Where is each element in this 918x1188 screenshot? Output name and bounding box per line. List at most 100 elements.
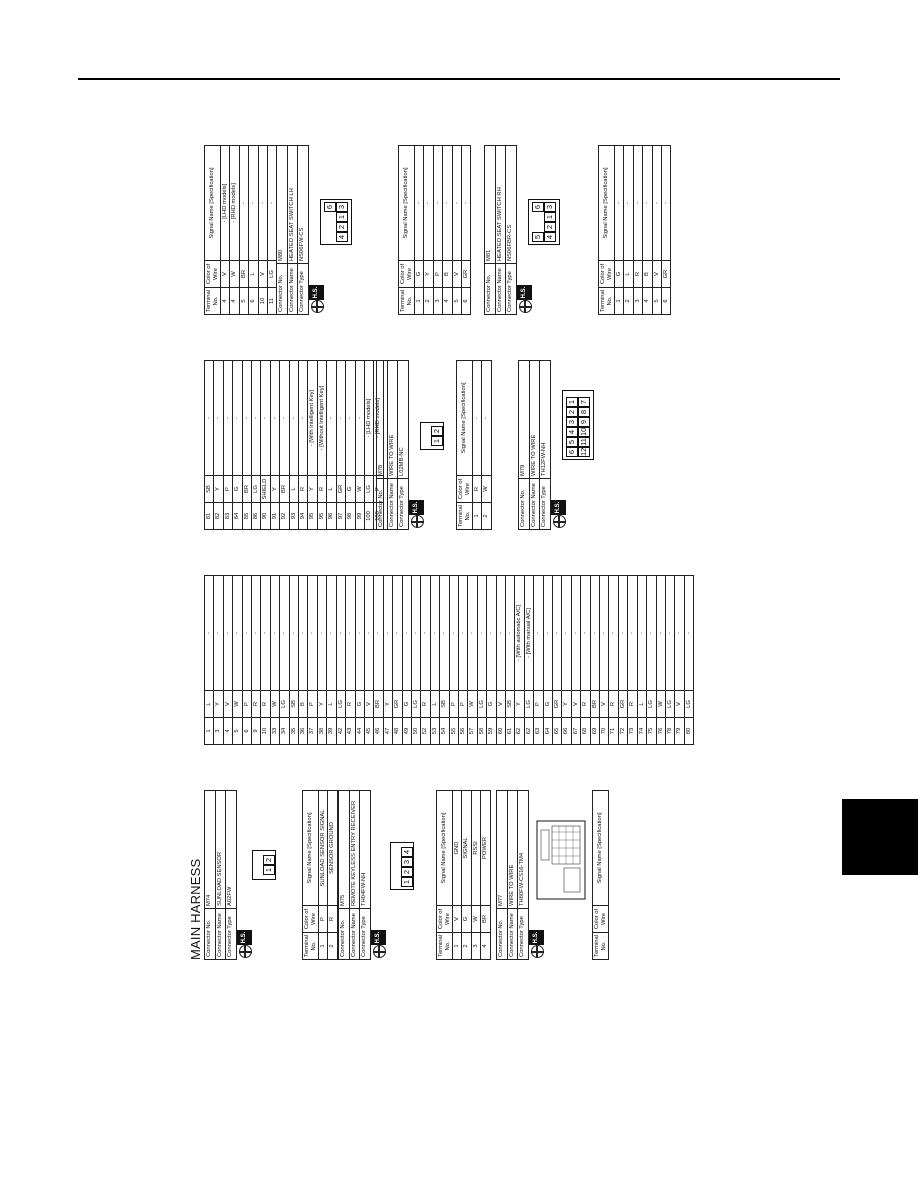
wire-color-cell: GR (336, 475, 346, 503)
m78-connector-face: 1 2 (420, 422, 444, 450)
wire-color-cell: L (430, 690, 440, 718)
wire-color-cell: BR (239, 260, 249, 288)
terminal-cell: 55 (449, 717, 459, 745)
signal-cell: - (646, 575, 656, 691)
wire-color-cell: R (298, 475, 308, 503)
signal-cell: - [With automatic A/C] (514, 575, 525, 691)
terminal-cell: 36 (298, 717, 308, 745)
signal-cell: - (298, 575, 308, 691)
wire-color-cell: P (242, 690, 252, 718)
hs-icon: H.S. (236, 930, 254, 958)
terminal-cell: 5 (452, 287, 462, 315)
signal-cell: - (307, 575, 318, 691)
terminal-cell: 52 (420, 717, 431, 745)
wire-color-cell: V (571, 690, 581, 718)
wire-color-cell: R (420, 690, 431, 718)
wire-color-cell: SB (289, 690, 299, 718)
signal-cell: - (270, 575, 280, 691)
signal-cell: - (279, 360, 290, 476)
terminal-cell: 65 (552, 717, 562, 745)
signal-cell: - (251, 360, 261, 476)
signal-cell: - (260, 360, 271, 476)
terminal-cell: 59 (486, 717, 497, 745)
wire-color-cell: LG (477, 690, 487, 718)
terminal-cell: 35 (289, 717, 299, 745)
terminal-cell: 10 (260, 717, 271, 745)
terminal-cell: 74 (637, 717, 647, 745)
signal-cell: - (402, 575, 412, 691)
signal-cell: - (433, 145, 443, 261)
signal-cell: - (204, 360, 214, 476)
wire-color-cell: G (414, 260, 424, 288)
terminal-cell: 84 (232, 502, 243, 530)
signal-cell: - (239, 145, 249, 261)
wire-color-cell: P (307, 690, 318, 718)
signal-cell: - (674, 575, 685, 691)
terminal-cell: 9 (251, 717, 261, 745)
wire-color-cell: L (326, 690, 337, 718)
wire-color-cell: BR (242, 475, 252, 503)
signal-cell: - (204, 575, 214, 691)
terminal-cell: 69 (590, 717, 600, 745)
wire-color-cell: LG (251, 475, 261, 503)
signal-cell: - (505, 575, 515, 691)
wire-color-cell: V (452, 260, 462, 288)
signal-cell: - (423, 145, 434, 261)
wire-color-cell: SB (204, 475, 214, 503)
wire-color-cell: Y (514, 690, 525, 718)
signal-cell: - (486, 575, 497, 691)
wire-color-cell: LG (336, 690, 346, 718)
signal-cell: - (665, 575, 675, 691)
terminal-cell: 39 (326, 717, 337, 745)
wire-color-cell: W (232, 690, 243, 718)
terminal-cell: 98 (345, 502, 355, 530)
m74-no: M74 (204, 790, 215, 909)
terminal-cell: 49 (402, 717, 412, 745)
page-title: MAIN HARNESS (188, 858, 203, 960)
wire-color-cell: BR (279, 475, 290, 503)
terminal-cell: 95 (317, 502, 327, 530)
signal-cell: - (260, 575, 271, 691)
wire-color-cell: L (326, 475, 337, 503)
signal-cell: - (355, 360, 365, 476)
signal-cell: - (439, 575, 450, 691)
terminal-cell: 91 (270, 502, 280, 530)
terminal-cell: 48 (392, 717, 403, 745)
wire-color-cell: Y (213, 475, 224, 503)
terminal-cell: 4 (442, 287, 453, 315)
terminal-cell: 94 (298, 502, 308, 530)
